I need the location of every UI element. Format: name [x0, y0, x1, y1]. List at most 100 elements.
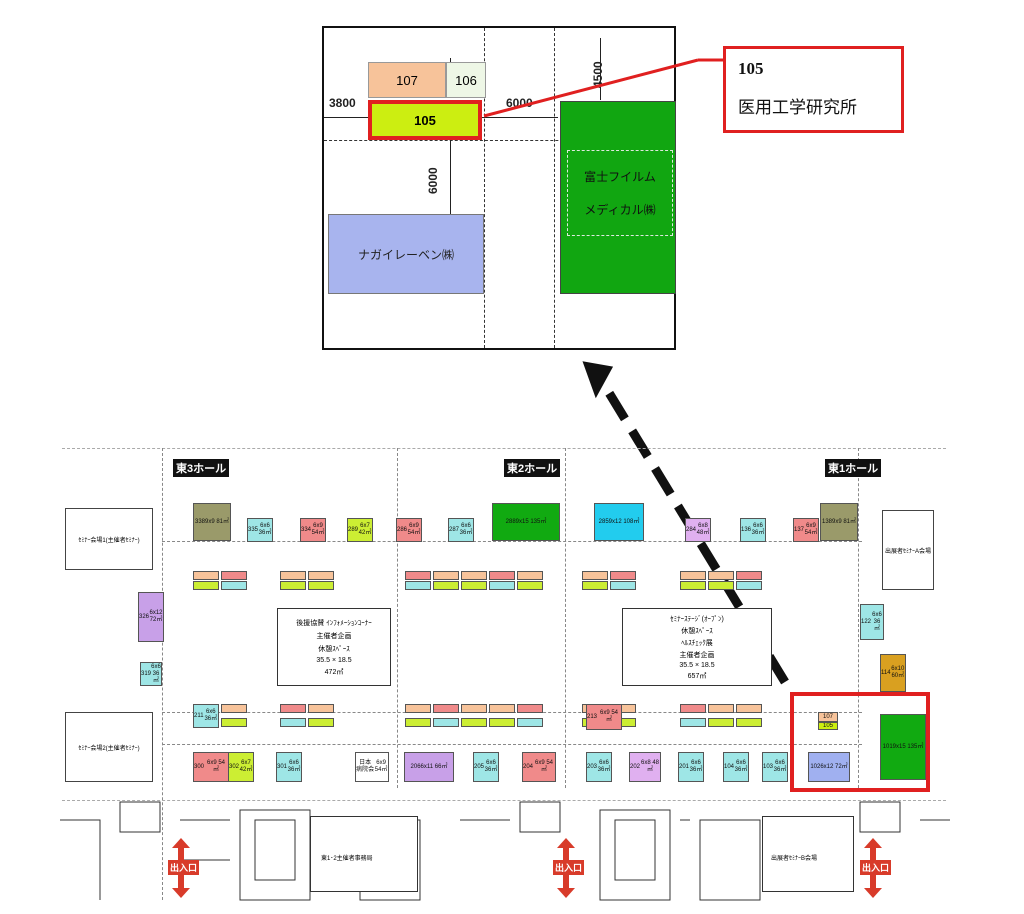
seminar-stage-area[interactable]: ｾﾐﾅｰｽﾃｰｼﾞ(ｵｰﾌﾟﾝ) 休憩ｽﾍﾟｰｽ ﾍﾙｽﾁｪｯｸ展 主催者企画 … [622, 608, 772, 686]
booth-block[interactable] [517, 718, 543, 727]
booth-block[interactable] [680, 581, 706, 590]
booth-block[interactable] [433, 718, 459, 727]
booth-block[interactable] [517, 571, 543, 580]
booth-block[interactable] [736, 704, 762, 713]
booth-block[interactable] [708, 571, 734, 580]
booth-block[interactable] [308, 571, 334, 580]
booth-block[interactable] [405, 571, 431, 580]
booth-block[interactable] [708, 581, 734, 590]
seminar-room-a[interactable]: 出展者ｾﾐﾅｰA会場 [882, 510, 934, 590]
entrance-label[interactable]: 出入口 [553, 860, 585, 875]
booth-block[interactable] [221, 718, 247, 727]
booth-block[interactable] [461, 704, 487, 713]
booth-block[interactable] [405, 581, 431, 590]
booth-block[interactable] [193, 581, 219, 590]
booth-block[interactable] [708, 704, 734, 713]
booth-block[interactable] [221, 704, 247, 713]
seminar-room-1[interactable]: ｾﾐﾅｰ会場1(主催者ｾﾐﾅｰ) [65, 508, 153, 570]
booth-block[interactable] [461, 571, 487, 580]
booth-block[interactable] [405, 704, 431, 713]
booth-block[interactable] [680, 704, 706, 713]
booth-block[interactable] [280, 571, 306, 580]
entrance-label[interactable]: 出入口 [168, 860, 200, 875]
booth-number: 104 [724, 763, 735, 770]
booth-block[interactable] [736, 571, 762, 580]
booth-block[interactable] [610, 581, 636, 590]
booth-block[interactable] [461, 581, 487, 590]
booth-block[interactable] [221, 581, 247, 590]
booth-107-small[interactable]: 107 [818, 712, 838, 722]
booth-fujifilm[interactable]: 富士フイルム メディカル㈱ [560, 101, 676, 294]
seminar-room-b[interactable]: 出展者ｾﾐﾅｰB会場 [762, 816, 854, 892]
booth-106[interactable]: 106 [446, 62, 486, 98]
booth-block[interactable] [308, 581, 334, 590]
booth-block[interactable] [517, 704, 543, 713]
booth-block[interactable] [193, 571, 219, 580]
booth-block[interactable] [680, 718, 706, 727]
booth-block[interactable] [221, 571, 247, 580]
booth-block[interactable] [610, 571, 636, 580]
booth-block[interactable] [308, 704, 334, 713]
booth-block[interactable] [433, 571, 459, 580]
booth-block[interactable] [736, 718, 762, 727]
booth-107[interactable]: 107 [368, 62, 446, 98]
booth-block[interactable] [736, 581, 762, 590]
info-corner-area[interactable]: 後援協賛 ｲﾝﾌｫﾒｰｼｮﾝｺｰﾅｰ 主催者企画 休憩ｽﾍﾟｰｽ 35.5 × … [277, 608, 391, 686]
seminar-room-2[interactable]: ｾﾐﾅｰ会場2(主催者ｾﾐﾅｰ) [65, 712, 153, 782]
booth-block[interactable] [489, 718, 515, 727]
booth-block[interactable] [405, 718, 431, 727]
booth-nagaileben[interactable]: ナガイレーベン㈱ [328, 214, 484, 294]
booth-block[interactable] [280, 704, 306, 713]
booth-block[interactable] [517, 581, 543, 590]
booth-block[interactable] [308, 718, 334, 727]
booth-105-small[interactable]: 105 [818, 722, 838, 730]
booth-block[interactable] [280, 581, 306, 590]
secretariat-room[interactable]: 東1･2主催者事務局 [310, 816, 418, 892]
booth-block[interactable] [280, 718, 306, 727]
booth-block[interactable] [433, 704, 459, 713]
booth-block[interactable] [489, 571, 515, 580]
booth-105-highlight[interactable]: 105 [368, 100, 482, 140]
booth-block[interactable] [461, 718, 487, 727]
entrance-label[interactable]: 出入口 [860, 860, 892, 875]
booth-block[interactable] [582, 581, 608, 590]
booth-block[interactable] [433, 581, 459, 590]
booth-block[interactable] [680, 571, 706, 580]
booth-block[interactable] [708, 718, 734, 727]
booth-block[interactable] [489, 581, 515, 590]
booth-block[interactable] [582, 571, 608, 580]
booth-block[interactable] [489, 704, 515, 713]
